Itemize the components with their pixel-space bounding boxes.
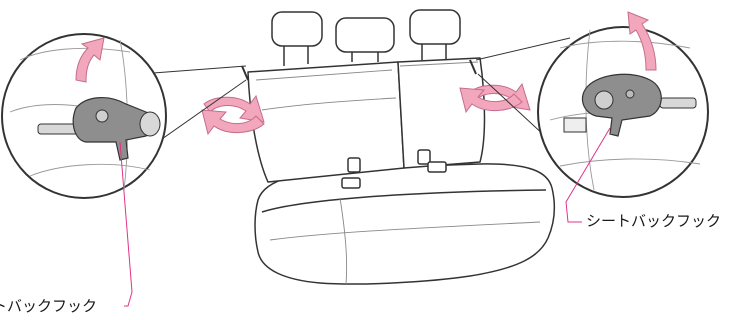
seat-illustration — [242, 10, 554, 284]
left-detail-circle — [2, 34, 166, 198]
seatback-hook-label-left: トバックフック — [0, 299, 97, 314]
seatback-hook-label-right: シートバックフック — [586, 214, 721, 229]
rotate-arrow-icon — [202, 96, 264, 134]
